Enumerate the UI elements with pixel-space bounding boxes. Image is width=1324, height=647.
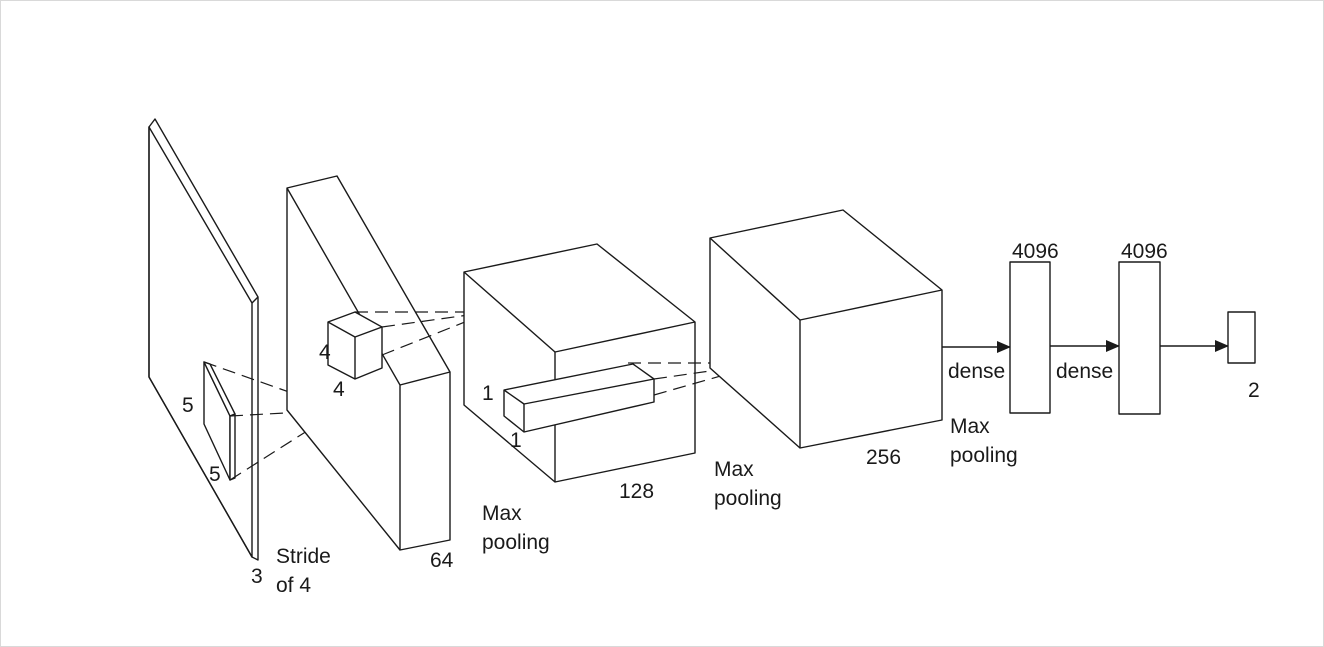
kernel-4x4 bbox=[327, 311, 383, 380]
dense2-label: dense bbox=[1056, 360, 1113, 383]
kernel-1x1 bbox=[503, 363, 655, 433]
conv1-depth-label: 64 bbox=[430, 549, 454, 572]
conv3-depth-label: 256 bbox=[866, 446, 901, 469]
pool3-pooling-label: pooling bbox=[950, 444, 1018, 467]
kernel3-height-label: 1 bbox=[482, 382, 494, 405]
fc1-layer bbox=[1009, 261, 1051, 414]
conv3-volume bbox=[709, 209, 943, 449]
input-depth-label: 3 bbox=[251, 565, 263, 588]
pool1-pooling-label: pooling bbox=[482, 531, 550, 554]
input-layer bbox=[148, 118, 259, 561]
dense1-label: dense bbox=[948, 360, 1005, 383]
stride-label: Stride bbox=[276, 545, 331, 568]
kernel3-width-label: 1 bbox=[510, 429, 522, 452]
fc1-units-label: 4096 bbox=[1012, 240, 1059, 263]
pool2-max-label: Max bbox=[714, 458, 754, 481]
kernel2-height-label: 4 bbox=[319, 341, 331, 364]
fc2-units-label: 4096 bbox=[1121, 240, 1168, 263]
kernel2-width-label: 4 bbox=[333, 378, 345, 401]
kernel3-projection-lines bbox=[628, 362, 767, 396]
stride-of-label: of 4 bbox=[276, 574, 311, 597]
output-units-label: 2 bbox=[1248, 379, 1260, 402]
kernel-5x5 bbox=[203, 361, 236, 481]
pool3-max-label: Max bbox=[950, 415, 990, 438]
conv2-depth-label: 128 bbox=[619, 480, 654, 503]
pool2-pooling-label: pooling bbox=[714, 487, 782, 510]
kernel1-width-label: 5 bbox=[209, 463, 221, 486]
pool1-max-label: Max bbox=[482, 502, 522, 525]
fc2-layer bbox=[1118, 261, 1161, 415]
output-layer bbox=[1227, 311, 1256, 364]
kernel1-height-label: 5 bbox=[182, 394, 194, 417]
